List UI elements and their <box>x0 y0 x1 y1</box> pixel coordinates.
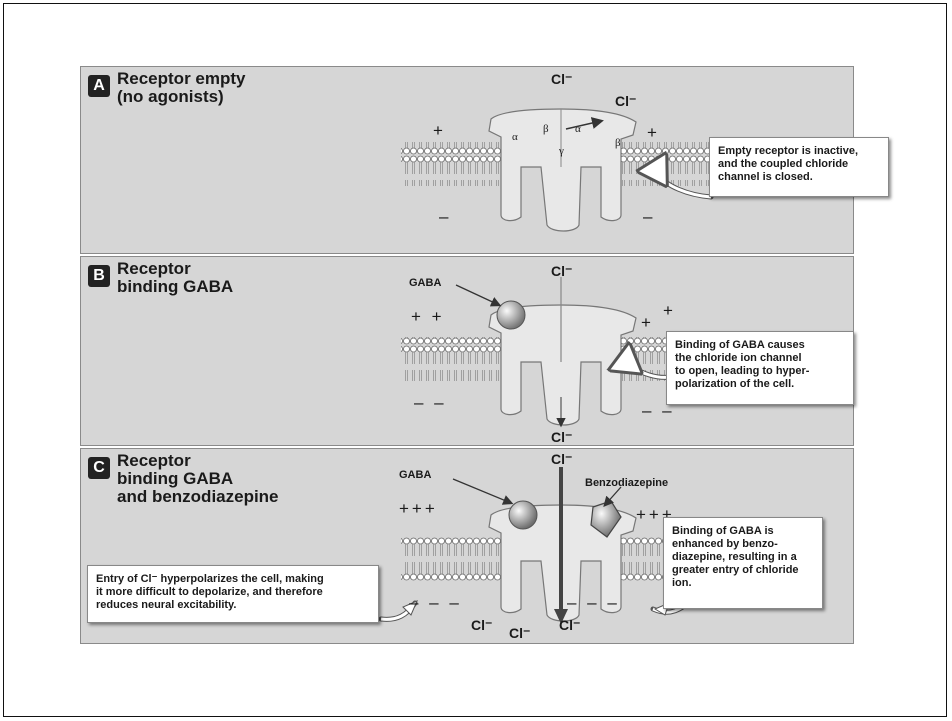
panel-c-callout-left: Entry of Cl⁻ hyperpolarizes the cell, ma… <box>87 565 379 623</box>
cl-ion-label-top: Cl⁻ <box>551 71 573 87</box>
charge-top-right: + <box>641 313 654 332</box>
charge-bottom-left: – – – <box>409 593 462 612</box>
charge-bottom-left: – <box>439 207 452 226</box>
panel-b-badge: B <box>88 265 110 287</box>
panel-b-callout: Binding of GABA causes the chloride ion … <box>666 331 854 405</box>
charge-top-right: +++ <box>636 505 675 524</box>
subunit-gamma: γ <box>559 145 564 157</box>
panel-c-receptor-binding-gaba-benzodiazepine: C Receptor binding GABA and benzodiazepi… <box>80 448 854 644</box>
gaba-molecule <box>508 500 538 530</box>
cl-ion-label-top: Cl⁻ <box>551 263 573 279</box>
panel-c-title: Receptor binding GABA and benzodiazepine <box>117 451 279 506</box>
figure-frame: A Receptor empty (no agonists) Cl⁻ Cl⁻ α… <box>3 3 947 717</box>
cl-ion-label-bottom: Cl⁻ <box>551 429 573 445</box>
charge-top-left: + <box>433 121 446 140</box>
charge-top-right: + <box>647 123 660 142</box>
subunit-beta-left: β <box>543 123 549 135</box>
charge-top-right-high: + <box>663 301 676 320</box>
cl-ion-label-bottom-right: Cl⁻ <box>559 617 581 633</box>
charge-top-left: +++ <box>399 499 438 518</box>
benzodiazepine-label: Benzodiazepine <box>585 477 669 489</box>
gaba-label: GABA <box>409 277 442 289</box>
subunit-alpha-right: α <box>575 123 581 135</box>
panel-c-illustration <box>378 467 717 624</box>
charge-bottom-right: – – – <box>567 593 620 612</box>
panel-c-badge: C <box>88 457 110 479</box>
cl-ion-label-bottom-center: Cl⁻ <box>509 625 531 641</box>
panel-a-receptor-empty: A Receptor empty (no agonists) Cl⁻ Cl⁻ α… <box>80 66 889 254</box>
panel-b-title: Receptor binding GABA <box>117 259 234 296</box>
charge-bottom-right: – <box>643 207 656 226</box>
panel-a-illustration <box>401 108 717 232</box>
charge-bottom-right: – – <box>642 401 675 420</box>
cl-ion-label-top: Cl⁻ <box>551 451 573 467</box>
panel-b-receptor-binding-gaba: B Receptor binding GABA GABA Cl⁻ Cl⁻ + +… <box>80 256 854 446</box>
charge-top-left: + + <box>411 307 445 326</box>
subunit-alpha-left: α <box>512 131 518 143</box>
panel-a-badge: A <box>88 75 110 97</box>
receptor-protein <box>488 108 637 232</box>
gaba-molecule <box>496 300 526 330</box>
charge-bottom-left: – – <box>414 393 447 412</box>
cl-ion-label-bottom-left: Cl⁻ <box>471 617 493 633</box>
subunit-beta-right: β <box>615 137 621 149</box>
panel-a-title: Receptor empty (no agonists) <box>117 69 246 106</box>
panel-a-callout: Empty receptor is inactive, and the coup… <box>709 137 889 197</box>
panel-c-callout-right: Binding of GABA is enhanced by benzo- di… <box>663 517 823 609</box>
cl-ion-label-arrow: Cl⁻ <box>615 93 637 109</box>
gaba-label: GABA <box>399 469 432 481</box>
